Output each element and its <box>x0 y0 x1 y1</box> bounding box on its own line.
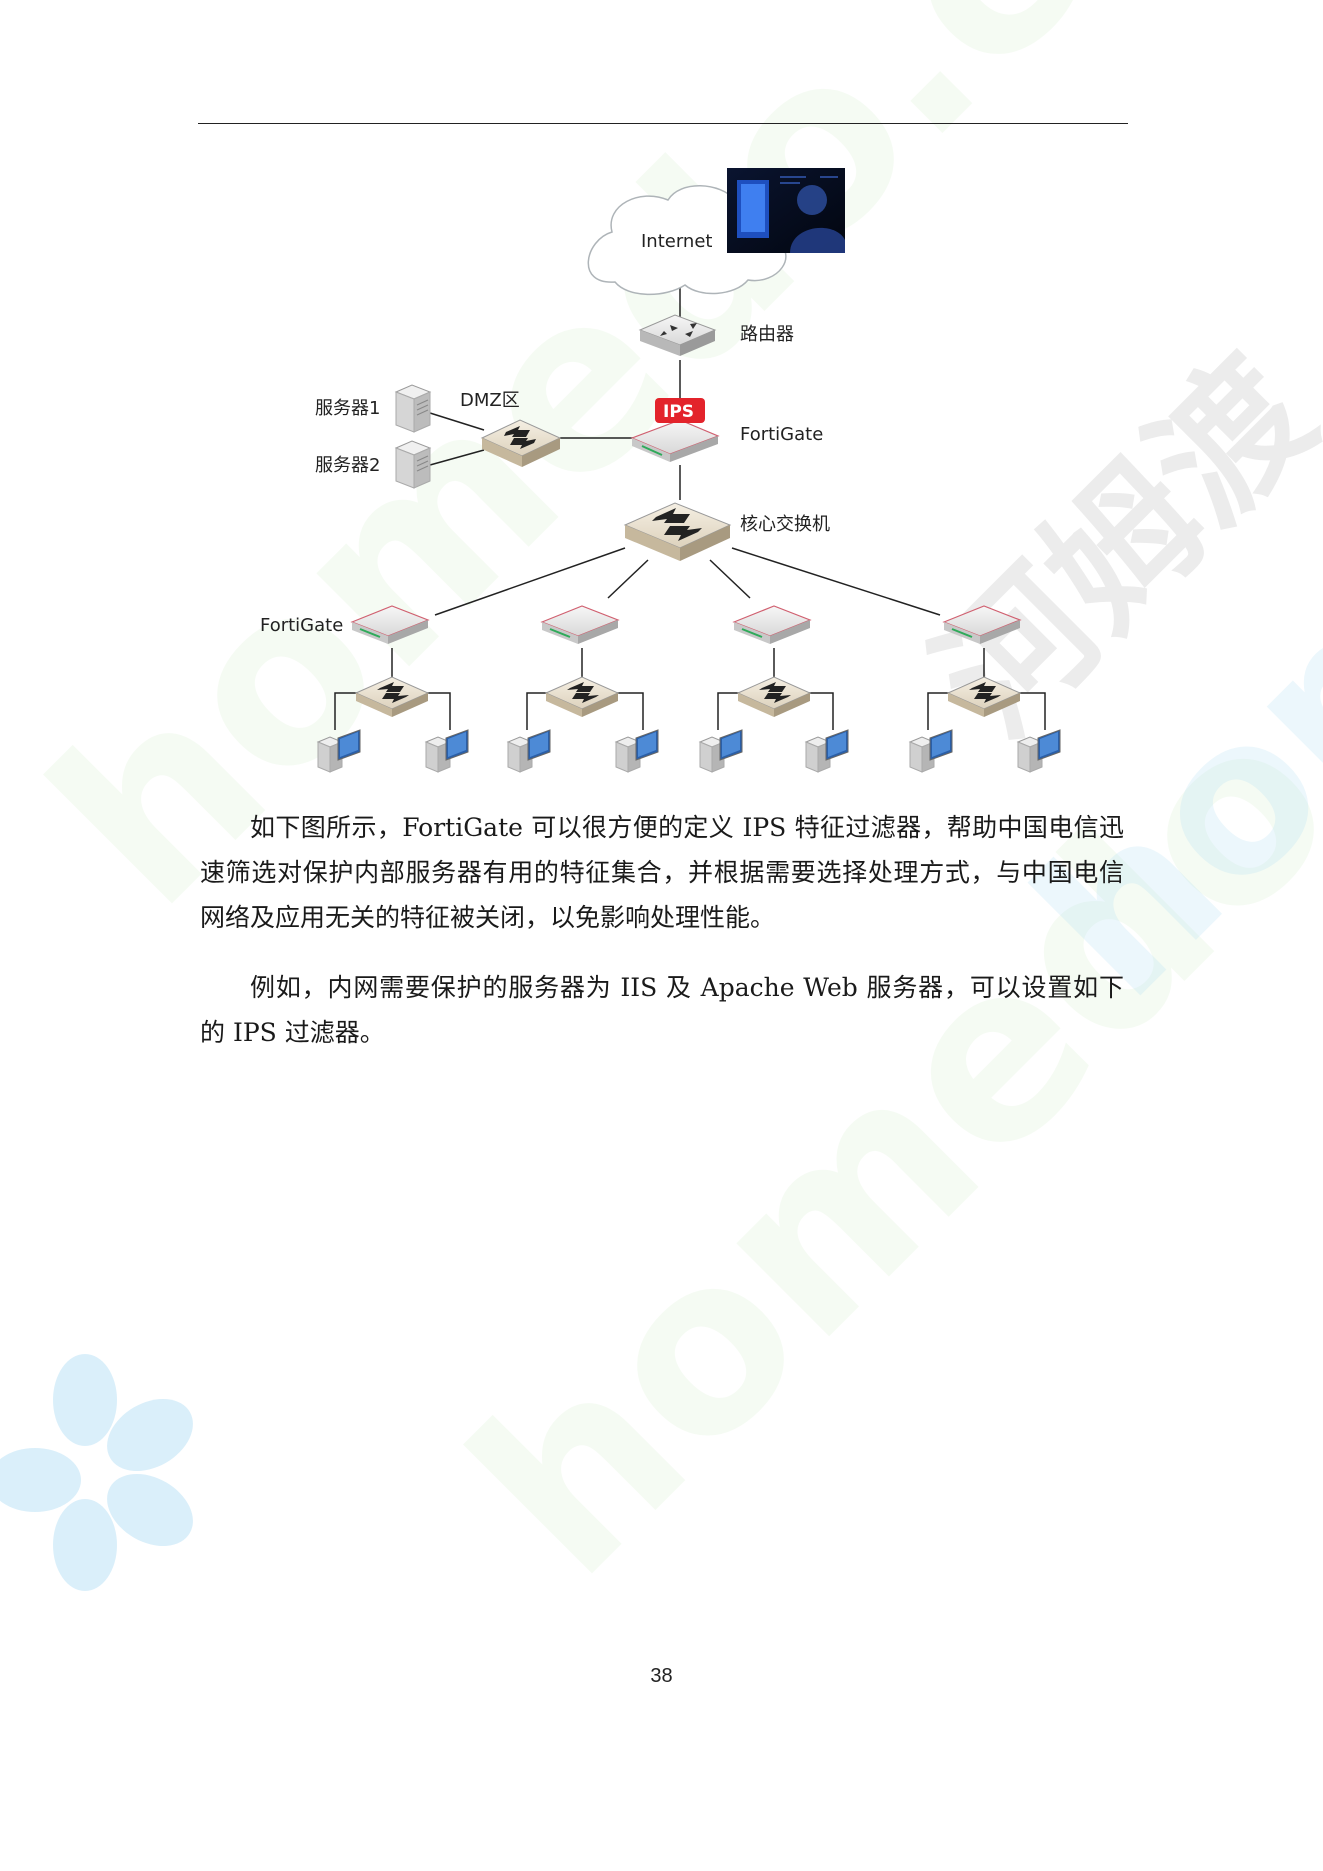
fortigate-branch-label: FortiGate <box>260 615 343 636</box>
router-label: 路由器 <box>740 324 794 345</box>
branch-switch-1-icon <box>354 676 430 717</box>
server-2-icon <box>394 440 432 489</box>
core-switch-icon <box>623 502 732 561</box>
branch-switch-3-icon <box>736 676 812 717</box>
branch-fortigate-1-icon <box>350 605 430 644</box>
server-1-label: 服务器1 <box>315 398 380 419</box>
branch-switch-4-icon <box>946 676 1022 717</box>
svg-text:IPS: IPS <box>663 402 694 422</box>
page-number: 38 <box>650 1665 673 1687</box>
core-switch-label: 核心交换机 <box>740 514 830 535</box>
dmz-label: DMZ区 <box>460 390 520 411</box>
fortigate-main-icon <box>630 419 720 462</box>
router-icon <box>638 314 717 356</box>
server-1-icon <box>394 384 432 433</box>
pc-3-icon <box>506 729 551 773</box>
dmz-switch-icon <box>480 419 562 467</box>
ips-badge: IPS <box>655 398 705 423</box>
hacker-image <box>727 168 845 253</box>
pc-1-icon <box>316 729 361 773</box>
paragraph-ips-filter-example: 例如，内网需要保护的服务器为 IIS 及 Apache Web 服务器，可以设置… <box>200 973 1124 1047</box>
network-diagram: Internet 路由器 <box>260 168 1061 773</box>
pc-4-icon <box>614 729 659 773</box>
pc-5-icon <box>698 729 743 773</box>
branch-fortigate-4-icon <box>942 605 1022 644</box>
branch-fortigate-3-icon <box>732 605 812 644</box>
server-2-label: 服务器2 <box>315 455 380 476</box>
header-rule <box>198 123 1128 124</box>
pc-6-icon <box>804 729 849 773</box>
pc-7-icon <box>908 729 953 773</box>
branch-fortigate-2-icon <box>540 605 620 644</box>
fortigate-main-label: FortiGate <box>740 424 823 445</box>
pc-2-icon <box>424 729 469 773</box>
connection-lines <box>334 288 1046 730</box>
internet-label: Internet <box>641 231 712 252</box>
branch-switch-2-icon <box>544 676 620 717</box>
paragraph-ips-filter-intro: 如下图所示，FortiGate 可以很方便的定义 IPS 特征过滤器，帮助中国电… <box>200 813 1124 932</box>
pc-icons <box>316 729 1061 773</box>
pc-8-icon <box>1016 729 1061 773</box>
